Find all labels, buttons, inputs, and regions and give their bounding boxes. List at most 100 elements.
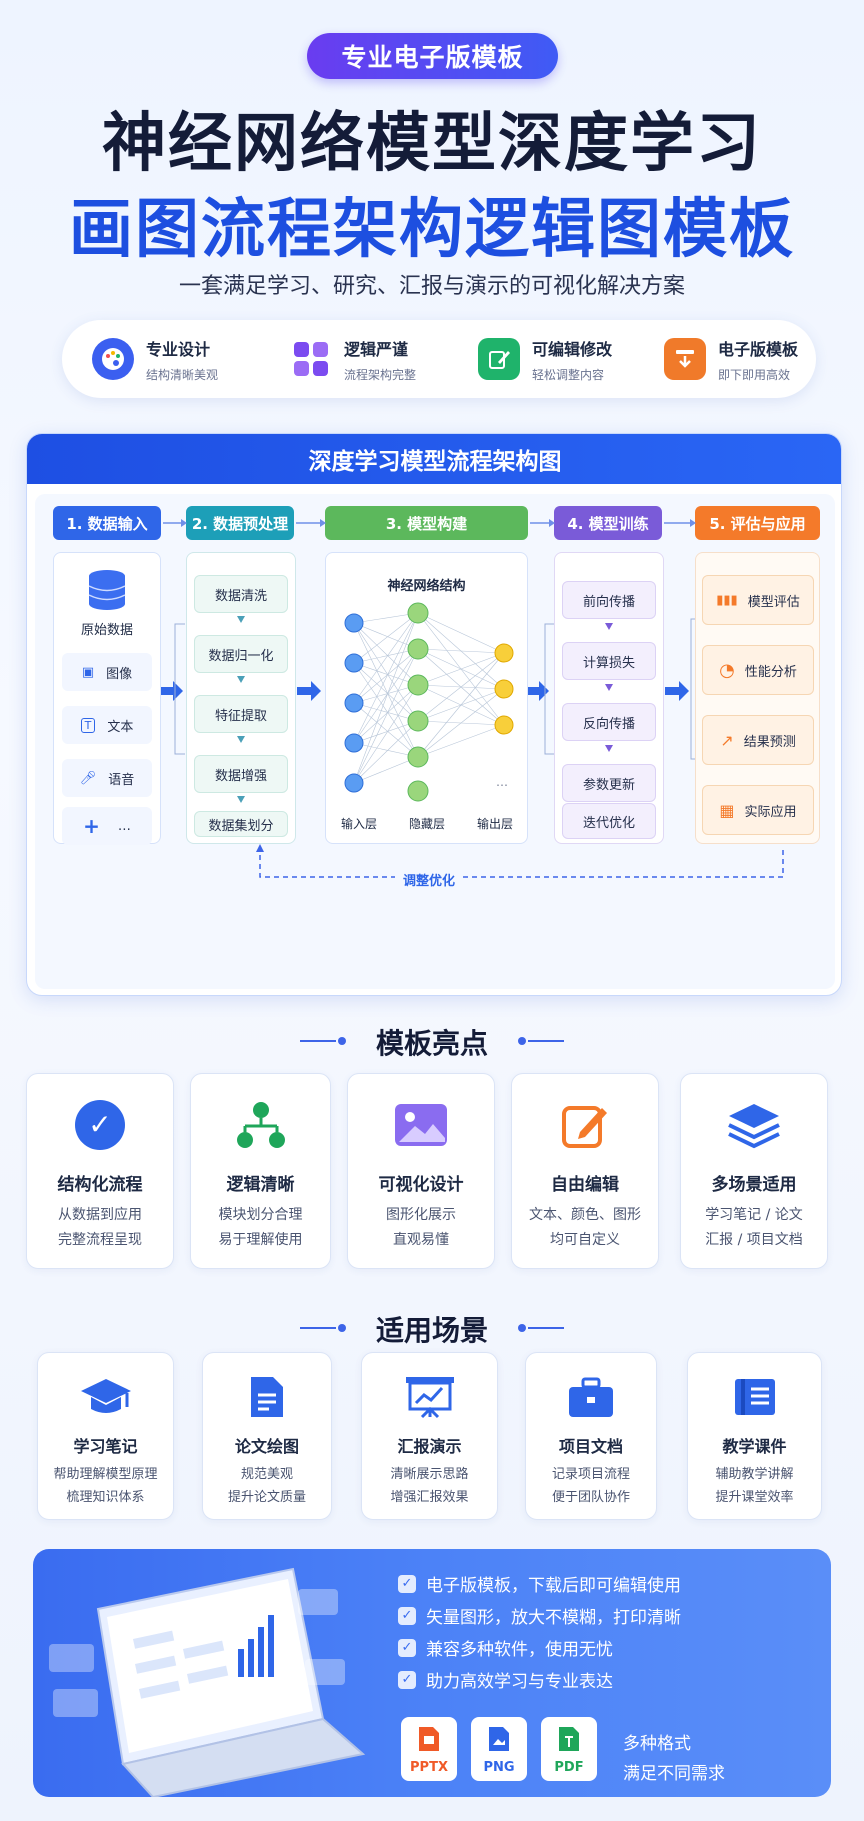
feature-desc: 流程架构完整: [344, 367, 417, 382]
format-note-line: 多种格式: [623, 1734, 691, 1754]
title-deco-dot: [518, 1037, 526, 1045]
briefcase-icon: [569, 1377, 613, 1417]
input-item-label: 语音: [108, 772, 135, 788]
highlight-title: 自由编辑: [551, 1175, 619, 1195]
network-column: 神经网络结构 … 输入层 隐藏层 输出层: [325, 552, 528, 844]
scene-desc: 增强汇报效果: [390, 1490, 469, 1505]
highlight-desc: 从数据到应用: [58, 1207, 142, 1223]
highlight-card: 可视化设计 图形化展示 直观易懂: [347, 1073, 495, 1269]
bar-chart-icon: ▮▮▮: [716, 592, 738, 608]
feedback-label: 调整优化: [395, 870, 464, 889]
preprocess-step: 数据归一化: [194, 635, 288, 673]
feature-title: 可编辑修改: [532, 339, 613, 359]
check-label: 电子版模板，下载后即可编辑使用: [426, 1576, 681, 1596]
feature-item: 电子版模板即下即用高效: [664, 330, 798, 388]
highlight-card: 逻辑清晰 模块划分合理 易于理解使用: [190, 1073, 331, 1269]
scene-desc: 便于团队协作: [551, 1490, 630, 1505]
highlight-desc: 模块划分合理: [218, 1207, 303, 1223]
raw-data-label: 原始数据: [80, 623, 133, 638]
format-label: PNG: [483, 1760, 515, 1775]
eval-item: ◔性能分析: [702, 645, 814, 695]
scene-desc: 清晰展示思路: [390, 1467, 469, 1482]
input-item-more: +…: [62, 807, 152, 845]
down-arrow-icon: [605, 684, 613, 691]
more-nodes-dots: …: [496, 775, 508, 789]
highlight-title: 可视化设计: [378, 1175, 464, 1195]
highlight-desc: 汇报 / 项目文档: [705, 1232, 803, 1248]
eval-item-label: 性能分析: [744, 664, 797, 680]
diagram-canvas: 1. 数据输入 2. 数据预处理 3. 模型构建 4. 模型训练 5. 评估与应…: [35, 494, 835, 989]
bottom-banner: ✓电子版模板，下载后即可编辑使用 ✓矢量图形，放大不模糊，打印清晰 ✓兼容多种软…: [33, 1549, 831, 1797]
scene-card: 教学课件 辅助教学讲解 提升课堂效率: [687, 1352, 822, 1520]
feature-title: 逻辑严谨: [344, 339, 409, 359]
title-deco-dot: [338, 1324, 346, 1332]
neural-network-graph: [344, 602, 514, 802]
image-icon: [395, 1104, 447, 1146]
highlight-card: ✓ 结构化流程 从数据到应用 完整流程呈现: [26, 1073, 174, 1269]
scene-desc: 梳理知识体系: [66, 1490, 145, 1505]
eval-item: ↗结果预测: [702, 715, 814, 765]
preprocess-step: 数据集划分: [194, 811, 288, 837]
scene-desc: 提升论文质量: [227, 1490, 306, 1505]
presentation-icon: [405, 1377, 454, 1419]
check-label: 兼容多种软件，使用无忧: [426, 1640, 613, 1660]
checkbox-icon: ✓: [398, 1574, 416, 1593]
feature-check: ✓助力高效学习与专业表达: [398, 1667, 613, 1692]
feature-item: 逻辑严谨流程架构完整: [290, 330, 416, 388]
diagram-title: 深度学习模型流程架构图: [27, 434, 841, 484]
feature-check: ✓ 兼容多种软件，使用无忧: [398, 1635, 613, 1660]
stage-header-input: 1. 数据输入: [53, 506, 161, 540]
highlight-desc: 完整流程呈现: [58, 1232, 142, 1248]
scene-card: 学习笔记 帮助理解模型原理 梳理知识体系: [37, 1352, 174, 1520]
book-icon: [734, 1379, 775, 1415]
input-item-label: …: [117, 818, 131, 834]
checkbox-icon: ✓: [398, 1638, 416, 1657]
download-box-icon: [664, 338, 706, 380]
format-label: PPTX: [410, 1760, 448, 1775]
checkbox-icon: ✓: [398, 1670, 416, 1689]
down-arrow-icon: [237, 616, 245, 623]
title-deco-dot: [338, 1037, 346, 1045]
title-deco-line: [528, 1040, 564, 1042]
edit-icon: [562, 1106, 607, 1148]
palette-icon: [92, 338, 134, 380]
down-arrow-icon: [605, 623, 613, 630]
scene-desc: 提升课堂效率: [715, 1490, 794, 1505]
text-icon: T: [80, 717, 96, 733]
eval-item-label: 结果预测: [743, 734, 796, 750]
highlight-desc: 图形化展示: [386, 1207, 456, 1223]
input-item-image: ▣ 图像: [62, 653, 152, 691]
scenes-title: 适用场景: [375, 1314, 488, 1347]
highlights-title: 模板亮点: [375, 1027, 488, 1060]
database-icon: [88, 570, 126, 610]
template-badge: 专业电子版模板: [307, 33, 558, 79]
down-arrow-icon: [237, 736, 245, 743]
network-title: 神经网络结构: [387, 579, 466, 594]
diagram-panel: 深度学习模型流程架构图 1. 数据输入 2. 数据预处理 3. 模型构建 4. …: [26, 433, 842, 996]
edit-icon: [478, 338, 520, 380]
eval-item-label: 模型评估: [747, 594, 800, 610]
laptop-illustration: [49, 1567, 366, 1797]
page-title-line1: 神经网络模型深度学习: [102, 107, 762, 181]
format-note-line: 满足不同需求: [623, 1764, 725, 1784]
training-step: 迭代优化: [562, 803, 656, 839]
format-note: 多种格式 满足不同需求: [623, 1729, 725, 1789]
highlight-title: 逻辑清晰: [226, 1175, 295, 1195]
down-arrow-icon: [605, 745, 613, 752]
highlight-card: 自由编辑 文本、颜色、图形 均可自定义: [511, 1073, 659, 1269]
check-circle-icon: ✓: [75, 1100, 125, 1150]
scene-desc: 辅助教学讲解: [715, 1467, 794, 1482]
input-item-label: 文本: [107, 719, 134, 735]
plus-icon: +: [83, 814, 100, 838]
feature-desc: 轻松调整内容: [532, 367, 605, 382]
highlight-desc: 直观易懂: [393, 1232, 449, 1248]
layers-icon: [728, 1104, 780, 1149]
highlight-desc: 均可自定义: [550, 1232, 620, 1248]
scene-desc: 帮助理解模型原理: [53, 1467, 158, 1482]
format-label: PDF: [554, 1760, 584, 1775]
format-pptx: PPTX: [401, 1717, 457, 1781]
layer-label-output: 输出层: [476, 817, 513, 831]
input-item-label: 图像: [106, 666, 133, 682]
image-icon: ▣: [81, 664, 95, 680]
scene-card: 汇报演示 清晰展示思路 增强汇报效果: [361, 1352, 498, 1520]
